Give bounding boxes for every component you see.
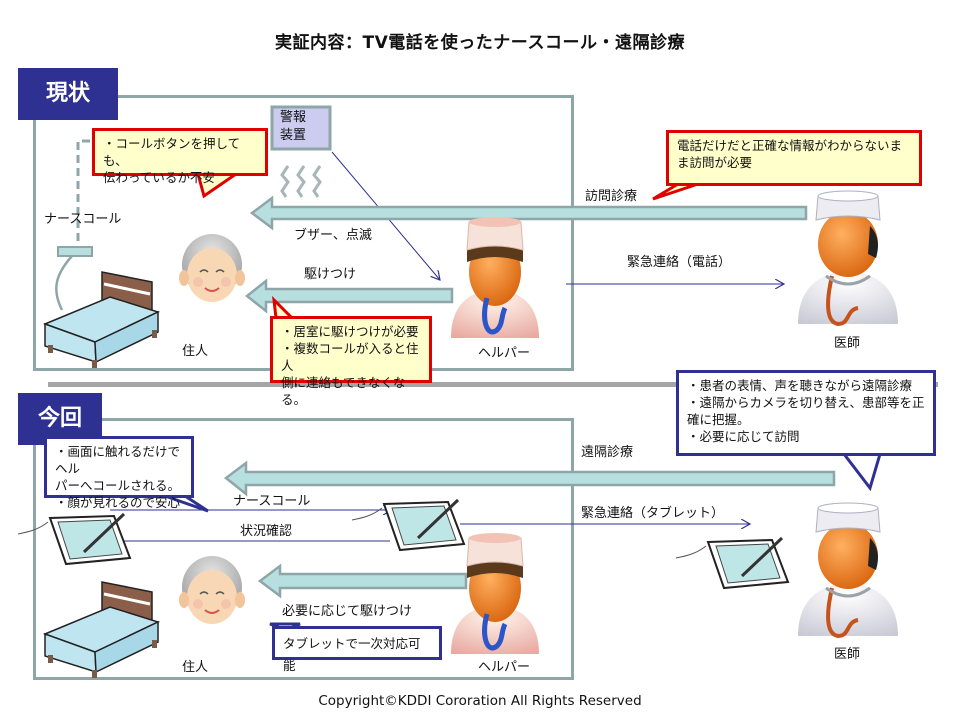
callout-line: ・コールボタンを押しても、 [103, 136, 241, 168]
remote-diagnosis-arrow [223, 460, 836, 497]
rush-arrow [244, 278, 454, 314]
tablet-icon [351, 498, 466, 552]
emergency-tablet-label: 緊急連絡（タブレット） [581, 506, 725, 521]
visit-label: 訪問診療 [585, 189, 638, 204]
copyright: Copyright©KDDI Cororation All Rights Res… [318, 693, 642, 709]
bed-icon [42, 271, 161, 368]
resident-label-2: 住人 [182, 660, 209, 675]
emergency-phone-label: 緊急連絡（電話） [627, 255, 732, 270]
callout-line: ・患者の表情、声を聴きながら遠隔診療 [687, 378, 913, 393]
buzzer-label: ブザー、点滅 [294, 228, 372, 243]
bed-icon [42, 581, 161, 678]
rush-arrow-2 [257, 563, 468, 599]
current-section-tag: 現状 [18, 68, 118, 120]
callout-line: ・必要に応じて訪問 [687, 429, 800, 444]
doctor-figure-icon [798, 190, 898, 327]
nurse-call-label-2: ナースコール [233, 494, 311, 509]
callout-line: ・遠隔からカメラを切り替え、患部等を正 [687, 395, 925, 410]
alarm-device-line: 装置 [280, 128, 307, 143]
callout-line: タブレットで一次対応可能 [283, 636, 421, 673]
rush-label-2: 必要に応じて駆けつけ [282, 604, 413, 619]
callout-line: ・画面に触れるだけでヘル [55, 444, 181, 476]
callout-line: ・居室に駆けつけが必要 [281, 324, 419, 339]
callout-tail [652, 182, 699, 201]
callout-resident-concern: ・コールボタンを押しても、 伝わっているか不安 [92, 128, 268, 185]
callout-doctor-concern: 電話だけだと正確な情報がわからないま ま訪問が必要 [666, 130, 922, 186]
page-title: 実証内容：TV電話を使ったナースコール・遠隔診療 [275, 33, 685, 53]
buzzer-waves-icon [280, 165, 322, 198]
tablet-icon [17, 512, 132, 566]
helper-figure-icon [451, 217, 539, 338]
nurse-call-cord [55, 139, 93, 311]
section-divider [48, 382, 938, 387]
callout-line: ま訪問が必要 [677, 155, 753, 170]
alarm-device-line: 警報 [280, 110, 307, 125]
remote-diagnosis-label: 遠隔診療 [581, 445, 634, 460]
rush-label: 駆けつけ [304, 267, 357, 282]
helper-label: ヘルパー [478, 346, 531, 361]
resident-label: 住人 [182, 344, 209, 359]
callout-line: 側に連絡もできなくなる。 [281, 375, 406, 407]
tablet-icon [675, 536, 790, 590]
status-check-label: 状況確認 [240, 524, 293, 539]
helper-label-2: ヘルパー [478, 660, 531, 675]
resident-face-icon [179, 234, 245, 302]
helper-figure-icon [451, 533, 539, 654]
callout-line: ・複数コールが入ると住人 [281, 341, 419, 373]
callout-doctor-benefit: ・患者の表情、声を聴きながら遠隔診療 ・遠隔からカメラを切り替え、患部等を正 確… [676, 370, 936, 456]
callout-resident-benefit: ・画面に触れるだけでヘル パーへコールされる。 ・顔が見れるので安心 [44, 436, 194, 510]
visit-arrow [249, 195, 808, 231]
doctor-label-2: 医師 [834, 647, 861, 662]
callout-line: 伝わっているか不安 [103, 170, 215, 185]
callout-helper-concern: ・居室に駆けつけが必要 ・複数コールが入ると住人 側に連絡もできなくなる。 [270, 316, 432, 407]
alarm-device-label: 警報 装置 [280, 109, 306, 145]
callout-line: ・顔が見れるので安心 [55, 495, 181, 510]
callout-line: パーへコールされる。 [55, 478, 181, 493]
doctor-figure-icon [798, 502, 898, 639]
nurse-call-label: ナースコール [44, 212, 122, 227]
new-section-frame [33, 418, 574, 680]
doctor-label: 医師 [834, 336, 861, 351]
callout-helper-benefit: タブレットで一次対応可能 [272, 626, 442, 673]
callout-line: 確に把握。 [687, 412, 750, 427]
alarm-device-icon [270, 105, 332, 151]
callout-tail [840, 452, 883, 492]
resident-face-icon [179, 556, 245, 624]
callout-line: 電話だけだと正確な情報がわからないま [677, 138, 903, 153]
